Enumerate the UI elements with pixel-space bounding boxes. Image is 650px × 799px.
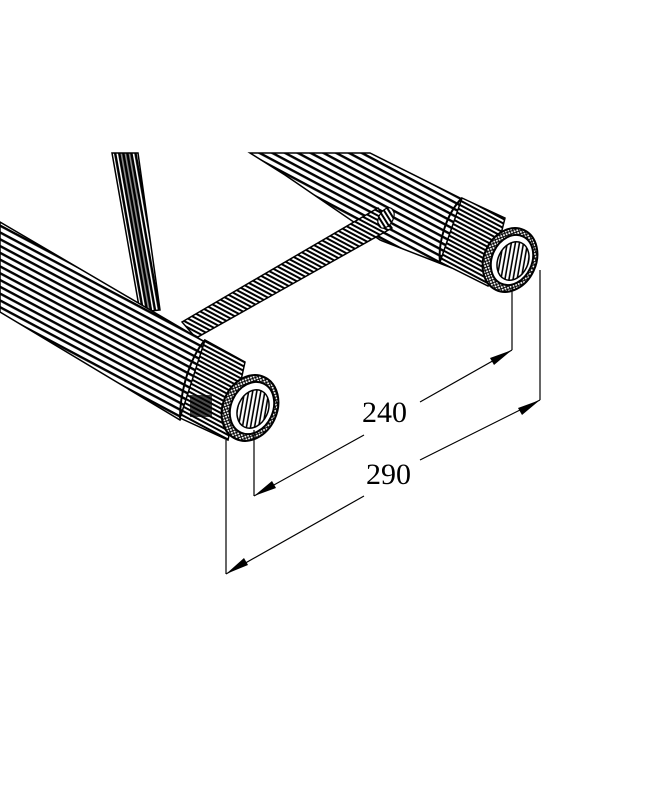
dimension-label-outer: 290 bbox=[366, 458, 411, 491]
dimension-290 bbox=[225, 270, 541, 575]
front-chord-tube bbox=[0, 221, 280, 442]
dimension-240 bbox=[253, 284, 513, 497]
dimension-label-inner: 240 bbox=[362, 396, 407, 429]
diagonal-brace bbox=[111, 152, 161, 313]
horizontal-brace bbox=[180, 207, 395, 339]
rear-chord-tube bbox=[247, 152, 539, 293]
